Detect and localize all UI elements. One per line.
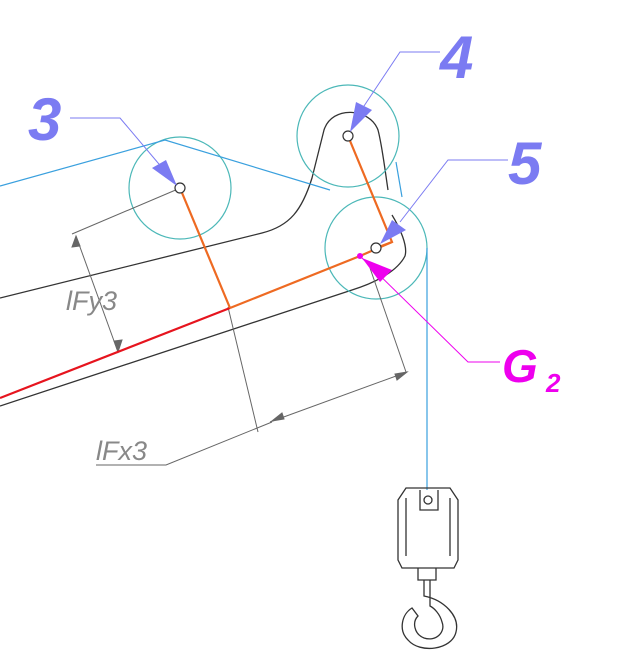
callout-cog: G (502, 340, 538, 392)
pulley-4-circle (296, 84, 400, 188)
dim-fy-line (75, 235, 119, 353)
pin-3 (174, 182, 186, 194)
dim-fy-arrow-top (71, 234, 81, 248)
callout-4: 4 (439, 24, 473, 91)
pin-5 (370, 242, 382, 254)
boom-centerline (0, 306, 231, 400)
dim-fx-leader (96, 421, 273, 466)
arm-geometry (178, 135, 394, 310)
callout-arrows (152, 102, 406, 244)
pulley-3-circle (128, 136, 232, 240)
dim-fx-arrow-right (394, 371, 409, 381)
dim-fy-arrow-bottom (113, 339, 123, 354)
cog-arrow-icon (362, 258, 392, 282)
cog-point (357, 253, 363, 259)
callout-5: 5 (508, 130, 543, 197)
pivot-pins (174, 130, 382, 254)
dim-fx-arrow-left (270, 412, 285, 422)
arrow-5-icon (380, 220, 406, 244)
callout-3: 3 (28, 86, 61, 153)
dimension-lines (71, 188, 409, 466)
dim-fx-label: lFx3 (96, 436, 147, 466)
dim-fy-label: lFy3 (66, 286, 117, 316)
boom-outline (0, 111, 407, 407)
arrow-4-icon (350, 102, 372, 132)
pin-4 (342, 130, 354, 142)
hook-icon (401, 580, 458, 650)
callout-cog-subscript: 2 (545, 368, 561, 398)
arrow-3-icon (152, 160, 177, 186)
callout-leaders (70, 51, 508, 223)
hook-block (397, 487, 459, 650)
cable (0, 139, 428, 490)
cog-leader (361, 257, 500, 363)
dim-fx-line (269, 371, 408, 423)
